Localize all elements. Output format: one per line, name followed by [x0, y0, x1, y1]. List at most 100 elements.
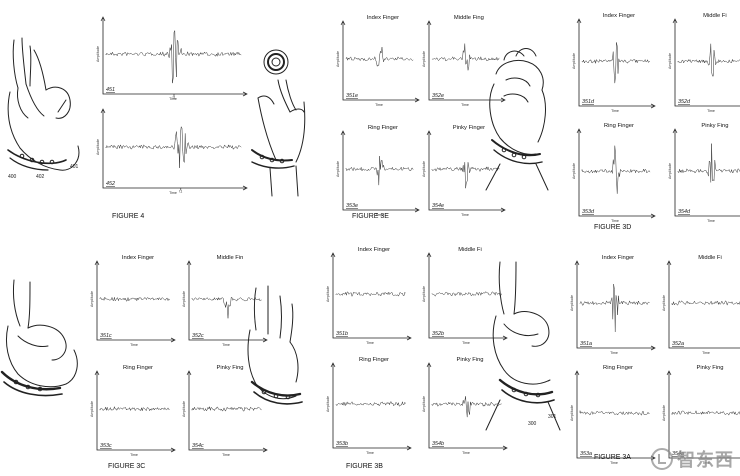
- y-axis-arrow-icon: [672, 18, 678, 24]
- hand-two-finger-illustration-fig3c: [0, 279, 78, 397]
- y-axis-arrow-icon: [576, 128, 582, 134]
- x-axis-label: Time: [169, 191, 177, 195]
- signal-trace: [431, 43, 500, 71]
- plot-axes: [428, 364, 506, 449]
- x-axis-label: Time: [462, 451, 470, 455]
- y-axis-label: Amplitude: [422, 51, 426, 67]
- x-axis-label: Time: [610, 351, 618, 355]
- plot-axes: [576, 372, 654, 459]
- y-axis-label: Amplitude: [336, 161, 340, 177]
- signal-trace: [345, 156, 414, 186]
- x-axis-label: Time: [366, 341, 374, 345]
- signal-trace: [431, 396, 502, 418]
- caption-figure-3d: FIGURE 3D: [594, 224, 631, 231]
- panel-title: Pinky Finger: [453, 125, 485, 131]
- y-axis-label: Amplitude: [422, 286, 426, 302]
- x-axis-arrow-icon: [242, 91, 248, 97]
- x-axis-label: Time: [375, 103, 383, 107]
- caption-figure-4: FIGURE 4: [112, 213, 144, 220]
- signal-trace: [671, 300, 740, 306]
- panel-title: Ring Finger: [359, 357, 389, 363]
- panel-ref-label: 354b: [432, 441, 444, 447]
- panel-title: Middle Fing: [454, 15, 484, 21]
- signal-trace: [335, 291, 406, 298]
- x-axis-label: Time: [222, 453, 230, 457]
- y-axis-label: Amplitude: [662, 405, 666, 421]
- x-axis-label: Time: [611, 219, 619, 223]
- signal-trace: [579, 284, 650, 332]
- ref-label-401: 401: [70, 164, 79, 170]
- panel-title: Pinky Fing: [456, 357, 483, 363]
- panel-title: Middle Fin: [217, 255, 244, 261]
- panel-ref-label: 354a: [672, 451, 684, 457]
- signal-trace: [99, 296, 170, 302]
- y-axis-arrow-icon: [426, 362, 432, 368]
- plots-layer: AmplitudeTime451t1AmplitudeTime452t1Ampl…: [90, 13, 740, 465]
- y-axis-label: Amplitude: [662, 295, 666, 311]
- x-axis-arrow-icon: [242, 185, 248, 191]
- x-axis-label: Time: [611, 109, 619, 113]
- y-axis-arrow-icon: [330, 252, 336, 258]
- y-axis-label: Amplitude: [182, 291, 186, 307]
- x-axis-arrow-icon: [650, 345, 656, 351]
- panel-ref-label: 351e: [346, 93, 358, 99]
- panel-ref-label: 351d: [582, 99, 595, 105]
- panel-title: Pinky Fing: [216, 365, 243, 371]
- y-axis-arrow-icon: [94, 260, 100, 266]
- x-axis-arrow-icon: [414, 207, 420, 213]
- y-axis-label: Amplitude: [570, 295, 574, 311]
- x-axis-arrow-icon: [650, 213, 656, 219]
- ref-label-400: 400: [8, 174, 17, 180]
- y-axis-label: Amplitude: [572, 163, 576, 179]
- signal-trace: [671, 409, 740, 416]
- x-axis-arrow-icon: [262, 337, 268, 343]
- panel-title: Ring Finger: [123, 365, 153, 371]
- signal-trace: [99, 405, 170, 412]
- signal-trace: [335, 400, 406, 407]
- panel-title: Index Finger: [122, 255, 154, 261]
- plot-axes: [102, 110, 246, 189]
- panel-ref-label: 352a: [672, 341, 684, 347]
- ref-label-301: 301: [548, 414, 557, 420]
- y-axis-arrow-icon: [666, 260, 672, 266]
- panel-title: Pinky Fing: [701, 123, 728, 129]
- signal-trace: [345, 47, 414, 67]
- plot-axes: [342, 22, 418, 101]
- signal-trace: [191, 296, 262, 319]
- x-axis-label: Time: [707, 219, 715, 223]
- hand-fist-illustration-fig3e: [485, 48, 549, 191]
- panel-ref-label: 352d: [678, 99, 691, 105]
- y-axis-label: Amplitude: [422, 161, 426, 177]
- x-axis-label: Time: [130, 453, 138, 457]
- panel-title: Index Finger: [358, 247, 390, 253]
- x-axis-label: Time: [375, 213, 383, 217]
- panel-ref-label: 452: [106, 181, 115, 187]
- y-axis-label: Amplitude: [96, 139, 100, 155]
- ref-label-300: 300: [528, 421, 537, 427]
- plot-axes: [578, 130, 654, 217]
- x-axis-label: Time: [222, 343, 230, 347]
- y-axis-label: Amplitude: [90, 401, 94, 417]
- plot-axes: [96, 262, 174, 341]
- x-axis-arrow-icon: [262, 447, 268, 453]
- y-axis-arrow-icon: [426, 252, 432, 258]
- x-axis-arrow-icon: [500, 207, 506, 213]
- panel-title: Middle Fi: [698, 255, 722, 261]
- plot-axes: [188, 262, 266, 341]
- signal-trace: [191, 405, 262, 412]
- caption-figure-3a: FIGURE 3A: [594, 454, 631, 461]
- panel-ref-label: 451: [106, 87, 115, 93]
- panel-title: Index Finger: [603, 13, 635, 19]
- y-axis-label: Amplitude: [182, 401, 186, 417]
- ref-label-402: 402: [36, 174, 45, 180]
- panel-ref-label: 353e: [346, 203, 358, 209]
- y-axis-arrow-icon: [186, 370, 192, 376]
- x-axis-arrow-icon: [406, 335, 412, 341]
- x-axis-arrow-icon: [170, 337, 176, 343]
- panel-ref-label: 354e: [432, 203, 444, 209]
- x-axis-label: Time: [462, 341, 470, 345]
- plot-axes: [576, 262, 654, 349]
- y-axis-arrow-icon: [186, 260, 192, 266]
- x-axis-arrow-icon: [500, 97, 506, 103]
